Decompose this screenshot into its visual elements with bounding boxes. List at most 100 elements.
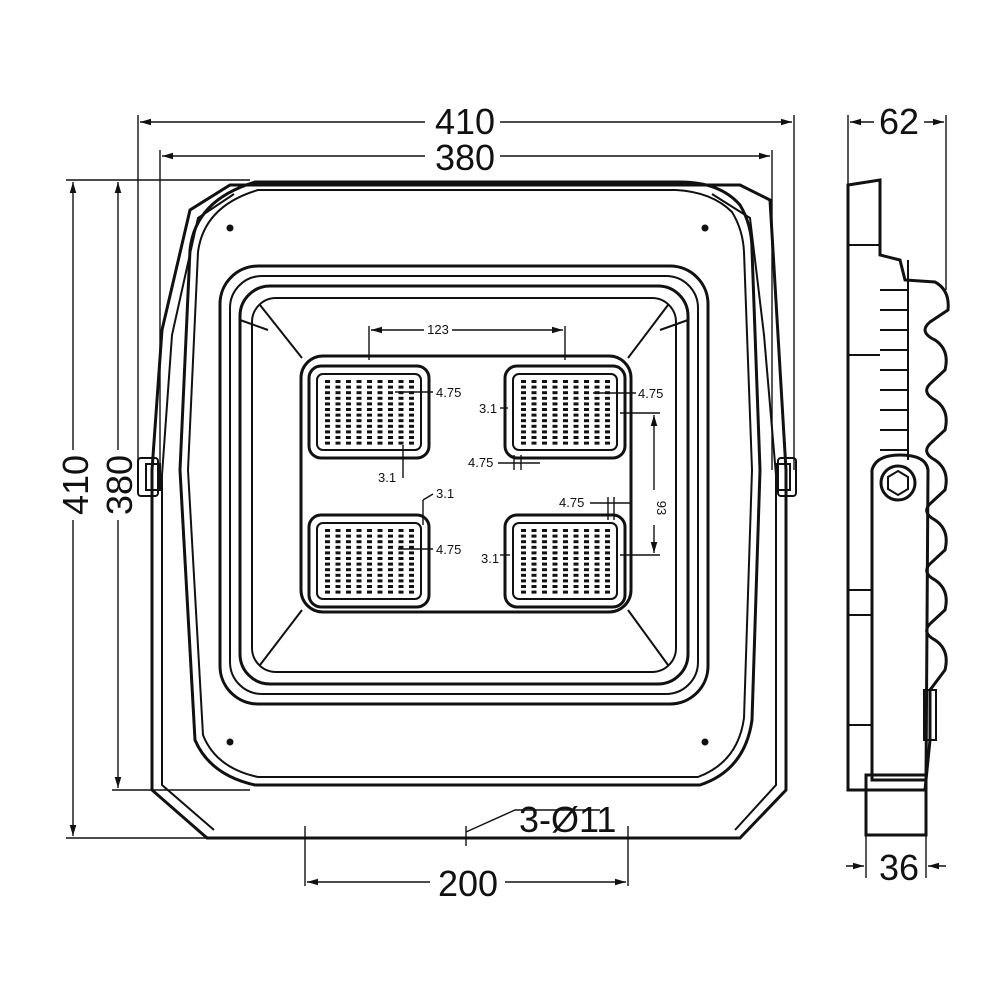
- side-bracket-arm: [870, 453, 930, 782]
- led-chip: [335, 441, 341, 445]
- led-chip: [356, 529, 362, 532]
- led-chip: [605, 419, 610, 423]
- dim-holes: 3-Ø11: [519, 799, 616, 840]
- led-chip: [542, 540, 547, 544]
- led-chip: [594, 585, 600, 588]
- led-chip: [594, 430, 600, 434]
- led-chip: [584, 585, 589, 588]
- led-chip: [552, 396, 558, 400]
- led-module: [503, 364, 627, 460]
- led-chip: [398, 579, 404, 583]
- led-chip: [398, 430, 404, 434]
- led-chip: [552, 419, 558, 423]
- led-chip: [573, 391, 579, 395]
- led-chip: [398, 436, 404, 439]
- led-chip: [521, 424, 526, 428]
- led-chip: [409, 391, 414, 395]
- led-chip: [325, 441, 330, 445]
- led-chip: [335, 534, 341, 538]
- led-chip: [573, 419, 579, 423]
- led-chip: [409, 557, 414, 560]
- led-chip: [346, 391, 351, 395]
- led-chip: [521, 380, 526, 383]
- led-chip: [552, 436, 558, 439]
- led-chip: [552, 424, 558, 428]
- led-chip: [552, 413, 558, 417]
- led-chip: [531, 540, 537, 544]
- led-chip: [398, 529, 404, 532]
- led-chip: [335, 529, 341, 532]
- led-chip: [573, 408, 579, 411]
- led-chip: [584, 579, 589, 583]
- led-chip: [563, 385, 568, 389]
- led-chip: [346, 562, 351, 566]
- led-chip: [552, 534, 558, 538]
- led-chip: [325, 413, 330, 417]
- led-chip: [563, 590, 568, 594]
- led-chip: [367, 441, 372, 445]
- led-chip: [563, 391, 568, 395]
- led-chip: [563, 436, 568, 439]
- led-chip: [367, 573, 372, 577]
- led-chip: [388, 545, 393, 549]
- led-chip: [584, 391, 589, 395]
- led-chip: [573, 562, 579, 566]
- led-chip: [346, 557, 351, 560]
- led-chip: [409, 424, 414, 428]
- led-chip: [605, 380, 610, 383]
- led-chip: [542, 436, 547, 439]
- led-chip: [573, 402, 579, 406]
- led-chip: [409, 430, 414, 434]
- led-chip: [388, 419, 393, 423]
- led-chip: [531, 545, 537, 549]
- led-chip: [573, 534, 579, 538]
- led-chip: [388, 540, 393, 544]
- led-chip: [594, 441, 600, 445]
- led-chip: [367, 585, 372, 588]
- screw-hole: [226, 738, 234, 746]
- led-chip: [388, 402, 393, 406]
- led-chip: [398, 441, 404, 445]
- dim-led-pitch: 4.75: [638, 386, 663, 401]
- led-chip: [584, 545, 589, 549]
- led-chip: [531, 385, 537, 389]
- led-chip: [605, 396, 610, 400]
- led-chip: [398, 413, 404, 417]
- led-chip: [335, 562, 341, 566]
- led-chip: [356, 590, 362, 594]
- led-chip: [398, 573, 404, 577]
- led-chip: [594, 529, 600, 532]
- led-chip: [531, 551, 537, 555]
- led-chip: [563, 430, 568, 434]
- led-chip: [573, 590, 579, 594]
- led-chip: [573, 568, 579, 572]
- led-chip: [584, 408, 589, 411]
- led-chip: [409, 441, 414, 445]
- led-chip: [594, 419, 600, 423]
- led-chip: [346, 540, 351, 544]
- led-chip: [584, 529, 589, 532]
- led-chip: [335, 557, 341, 560]
- led-chip: [573, 396, 579, 400]
- led-chip: [542, 529, 547, 532]
- led-chip: [521, 534, 526, 538]
- led-chip: [409, 573, 414, 577]
- led-chip: [377, 562, 383, 566]
- led-chip: [605, 436, 610, 439]
- led-chip: [531, 579, 537, 583]
- led-chip: [325, 436, 330, 439]
- led-chip: [388, 568, 393, 572]
- led-chip: [573, 441, 579, 445]
- led-chip: [605, 590, 610, 594]
- dim-overall-width: 410: [435, 101, 495, 142]
- led-chip: [388, 590, 393, 594]
- led-chip: [356, 430, 362, 434]
- led-chip: [594, 573, 600, 577]
- led-chip: [521, 540, 526, 544]
- led-chip: [563, 419, 568, 423]
- led-chip: [388, 380, 393, 383]
- led-chip: [542, 441, 547, 445]
- led-modules: [307, 364, 627, 609]
- led-chip: [325, 540, 330, 544]
- led-chip: [552, 380, 558, 383]
